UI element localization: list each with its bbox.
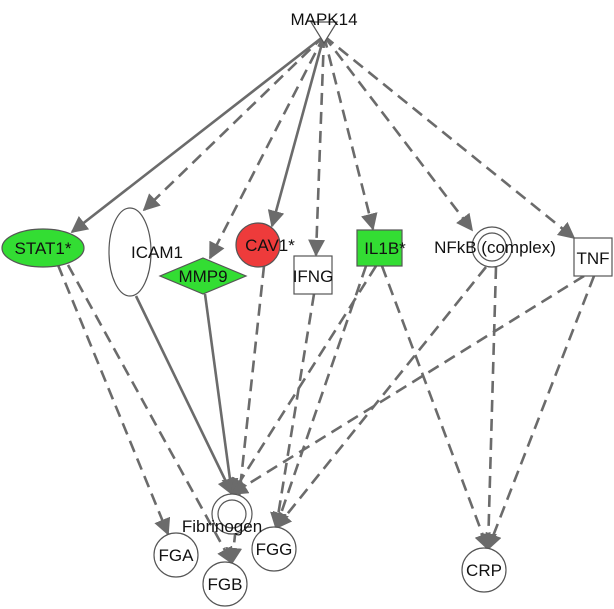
- node-mapk14-label: MAPK14: [290, 10, 357, 29]
- edge-tnf-to-fibrinogen: [230, 274, 585, 496]
- node-ifng-label: IFNG: [293, 267, 334, 286]
- node-fgb-label: FGB: [208, 575, 243, 594]
- node-tnf-label: TNF: [576, 249, 609, 268]
- node-fgg[interactable]: FGG: [251, 526, 297, 572]
- node-icam1-shape: [108, 207, 152, 297]
- edge-icam1-to-fibrinogen: [134, 295, 234, 496]
- edge-il1b-to-fgg: [272, 265, 368, 530]
- node-fgb-shape: [202, 561, 248, 607]
- node-nfkb-label: NFkB (complex): [434, 238, 556, 257]
- node-cav1-shape: [235, 222, 281, 268]
- node-crp-label: CRP: [466, 561, 502, 580]
- node-icam1-label: ICAM1: [131, 243, 183, 262]
- node-stat1[interactable]: STAT1*: [1, 228, 85, 268]
- node-mapk14-shape: [309, 21, 339, 45]
- edge-tnf-to-crp: [485, 275, 596, 551]
- node-crp[interactable]: CRP: [461, 547, 507, 593]
- node-fgg-shape: [251, 526, 297, 572]
- node-crp-shape: [461, 547, 507, 593]
- node-cav1[interactable]: CAV1*: [235, 222, 295, 268]
- node-tnf-shape: [573, 237, 613, 277]
- edge-ifng-to-fgg: [270, 293, 316, 530]
- node-fgg-label: FGG: [256, 540, 293, 559]
- edge-il1b-to-crp: [380, 265, 491, 551]
- edges-layer: [56, 34, 596, 565]
- edge-mapk14-to-ifng: [308, 35, 326, 257]
- node-mapk14[interactable]: MAPK14: [290, 10, 358, 45]
- node-stat1-label: STAT1*: [15, 239, 72, 258]
- edge-mapk14-to-cav1: [267, 35, 326, 228]
- edge-mapk14-to-stat1: [70, 34, 325, 234]
- edge-mmp9-to-fibrinogen: [203, 293, 239, 496]
- node-fga-label: FGA: [159, 546, 195, 565]
- node-nfkb-inner-shape: [477, 232, 507, 262]
- node-fga-shape: [153, 532, 199, 578]
- node-tnf[interactable]: TNF: [573, 237, 613, 277]
- node-ifng[interactable]: IFNG: [293, 255, 334, 295]
- node-stat1-shape: [1, 228, 85, 268]
- edge-mapk14-to-il1b: [322, 35, 378, 231]
- node-fibrinogen[interactable]: Fibrinogen: [182, 493, 262, 536]
- node-fgb[interactable]: FGB: [202, 561, 248, 607]
- edge-stat1-to-fga: [56, 264, 171, 536]
- edge-mapk14-to-tnf: [323, 34, 576, 240]
- edge-mapk14-to-mmp9: [208, 35, 326, 260]
- node-il1b[interactable]: IL1B*: [356, 229, 406, 267]
- node-nfkb[interactable]: NFkB (complex): [434, 226, 556, 268]
- node-mmp9[interactable]: MMP9: [158, 257, 248, 295]
- node-mmp9-shape: [158, 257, 248, 295]
- node-fibrinogen-inner-shape: [217, 499, 247, 529]
- edge-nfkb-to-crp: [479, 266, 498, 551]
- edge-nfkb-to-fgg: [274, 266, 488, 530]
- node-il1b-shape: [356, 229, 403, 267]
- edge-mapk14-to-nfkb: [322, 35, 474, 232]
- node-cav1-label: CAV1*: [245, 236, 295, 255]
- node-icam1[interactable]: ICAM1: [108, 207, 183, 297]
- node-fibrinogen-label: Fibrinogen: [182, 517, 262, 536]
- node-ifng-shape: [293, 255, 333, 295]
- node-il1b-label: IL1B*: [364, 239, 406, 258]
- nodes-layer: MAPK14 STAT1* ICAM1 MMP9 CAV1* IFNG: [1, 10, 613, 607]
- node-fga[interactable]: FGA: [153, 532, 199, 578]
- node-mmp9-label: MMP9: [178, 267, 227, 286]
- edge-mapk14-to-icam1: [142, 35, 325, 212]
- edge-il1b-to-fibrinogen: [230, 265, 378, 496]
